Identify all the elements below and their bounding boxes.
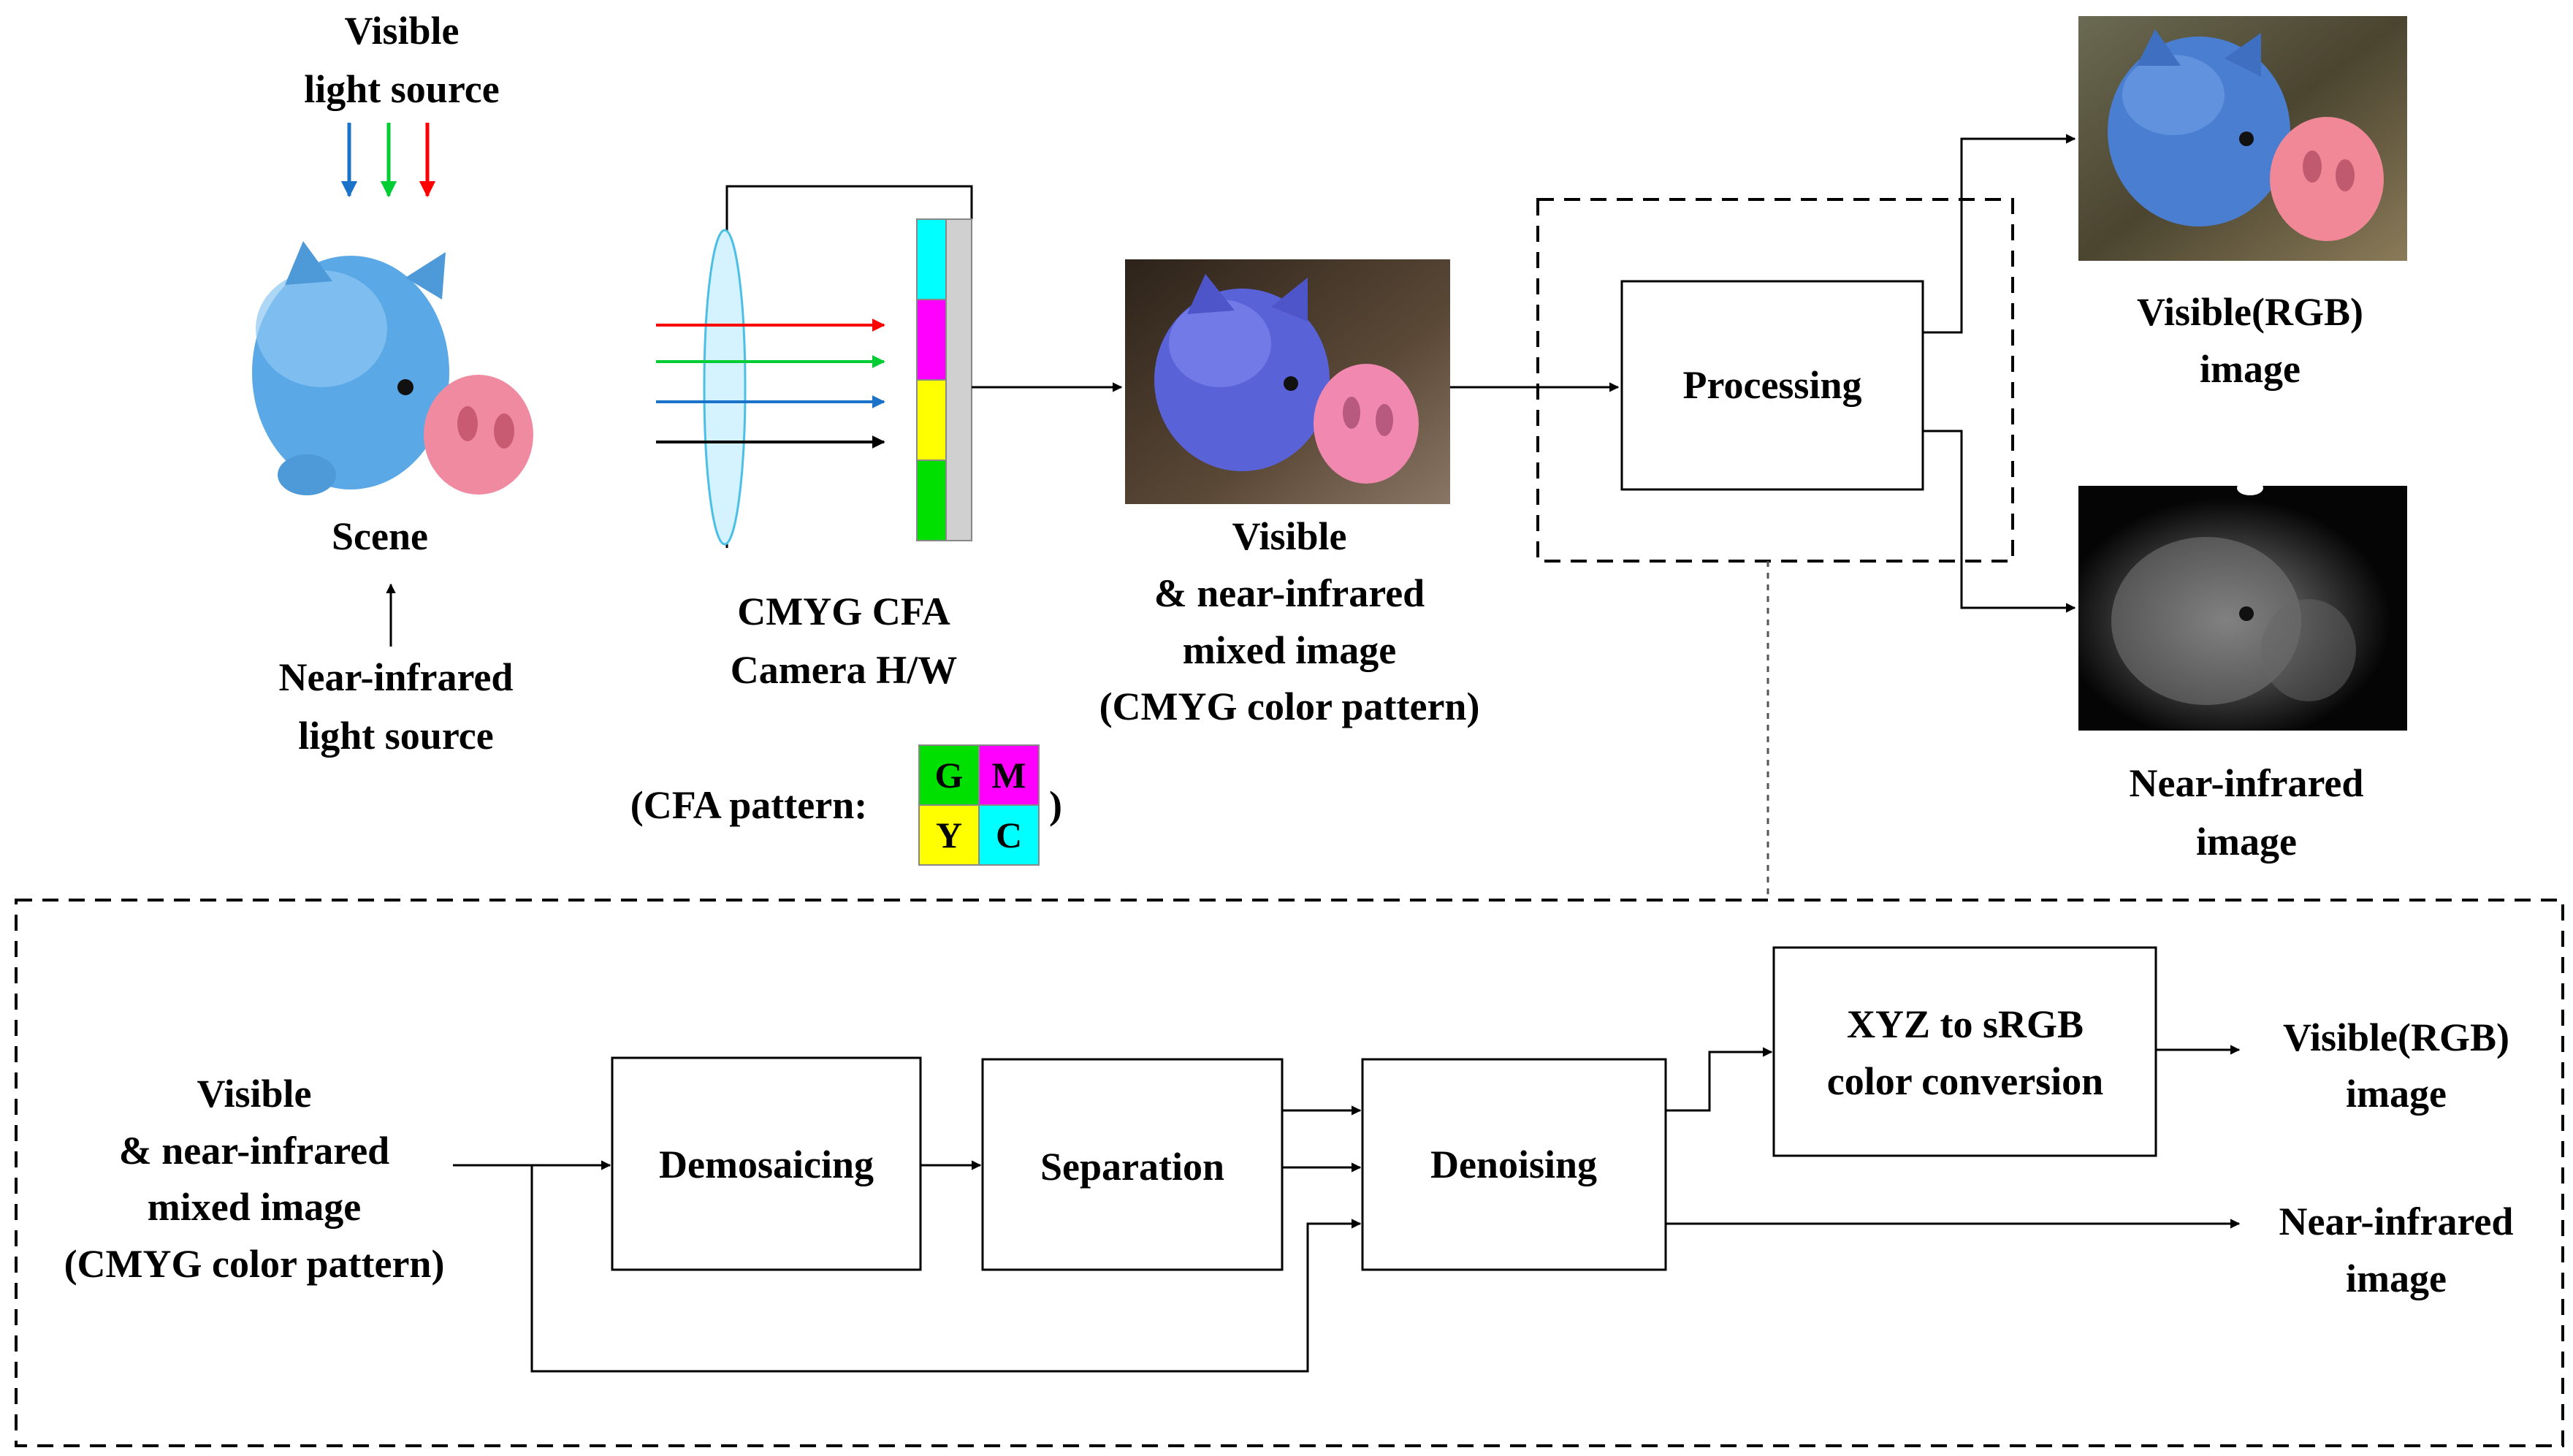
- cfa-letter-c: C: [996, 815, 1022, 855]
- xyz-label-1: XYZ to sRGB: [1847, 1002, 2084, 1046]
- xyz-label-2: color conversion: [1827, 1059, 2103, 1103]
- bottom-rgb-out-label-1: Visible(RGB): [2283, 1015, 2509, 1059]
- bottom-nir-out-label-1: Near-infrared: [2279, 1200, 2514, 1243]
- cfa-cell-g: [918, 744, 980, 806]
- mixed-label-2: & near-infrared: [1154, 571, 1425, 615]
- bottom-nir-out-label-2: image: [2346, 1257, 2447, 1300]
- mixed-image-thumbnail: [1125, 259, 1450, 504]
- camera-label-1: CMYG CFA: [737, 590, 950, 633]
- input-label-2: & near-infrared: [119, 1129, 389, 1173]
- arrow-denoising-to-xyz: [1666, 1047, 1773, 1112]
- nir-source-label-1: Near-infrared: [279, 655, 514, 699]
- cfa-green-cell: [916, 460, 947, 541]
- mixed-label-4: (CMYG color pattern): [1099, 685, 1480, 728]
- camera-lens: [703, 229, 747, 546]
- cfa-cell-y: [918, 804, 980, 866]
- arrow-to-rgb-output: [1923, 134, 2076, 334]
- cfa-cell-c: [978, 804, 1040, 866]
- denoising-box: [1361, 1058, 1667, 1271]
- visible-source-label-1: Visible: [344, 9, 459, 53]
- mixed-label-1: Visible: [1232, 514, 1346, 558]
- cmyg-camera: [656, 185, 973, 548]
- input-label-1: Visible: [197, 1072, 311, 1116]
- cfa-pattern-legend: (CFA pattern: G M Y C ): [630, 744, 1062, 866]
- input-label-3: mixed image: [148, 1185, 361, 1229]
- scene-piggy-image: [252, 241, 533, 495]
- denoising-label: Denoising: [1430, 1143, 1597, 1186]
- rgb-output-label-2: image: [2200, 347, 2301, 391]
- nir-output-label-1: Near-infrared: [2130, 761, 2364, 805]
- separation-box: [981, 1058, 1284, 1271]
- processing-dashed-region: [1536, 198, 2014, 563]
- processing-box: [1620, 280, 1924, 491]
- cfa-cyan-cell: [916, 218, 947, 300]
- nir-output-label-2: image: [2196, 820, 2297, 864]
- mixed-label-3: mixed image: [1183, 628, 1396, 672]
- processing-label: Processing: [1683, 363, 1862, 407]
- visible-source-label-2: light source: [304, 67, 500, 111]
- scene-label: Scene: [332, 514, 428, 558]
- cfa-pattern-prefix: (CFA pattern:: [630, 783, 867, 827]
- xyz-to-srgb-box: [1772, 946, 2157, 1157]
- cfa-magenta-cell: [916, 299, 947, 381]
- nir-output-image: [2078, 481, 2407, 731]
- demosaicing-box: [611, 1056, 922, 1271]
- arrow-to-nir-output: [1923, 430, 2076, 613]
- bottom-rgb-out-label-2: image: [2346, 1072, 2447, 1116]
- camera-label-2: Camera H/W: [731, 648, 957, 692]
- nir-source-label-2: light source: [298, 714, 494, 758]
- separation-label: Separation: [1040, 1145, 1224, 1189]
- rgb-output-image: [2078, 16, 2407, 261]
- rgb-output-label-1: Visible(RGB): [2137, 290, 2363, 334]
- cfa-pattern-suffix: ): [1049, 783, 1062, 827]
- cfa-letter-m: M: [991, 755, 1026, 796]
- cfa-letter-y: Y: [936, 815, 962, 855]
- cfa-letter-g: G: [935, 755, 964, 796]
- camera-sensor: [945, 218, 972, 541]
- arrow-input-bypass-to-denoising: [530, 1165, 1362, 1373]
- demosaicing-label: Demosaicing: [659, 1143, 874, 1186]
- processing-detail-region: [15, 899, 2564, 1447]
- cfa-yellow-cell: [916, 379, 947, 461]
- input-label-4: (CMYG color pattern): [64, 1242, 445, 1286]
- visible-light-source: Visible light source: [304, 9, 500, 198]
